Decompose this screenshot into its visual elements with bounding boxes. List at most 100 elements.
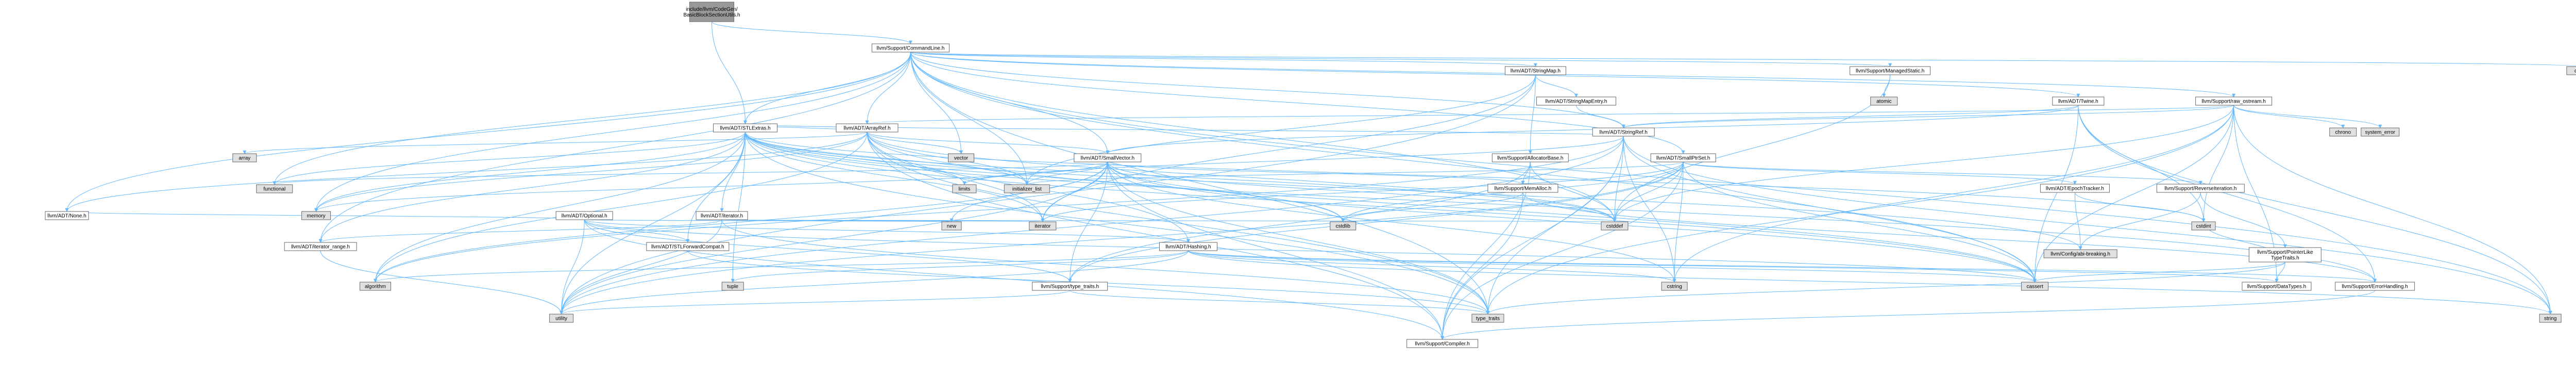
edge-smallptr-to-initlist (1025, 161, 1684, 185)
node-memory[interactable]: memory (301, 211, 331, 220)
node-memalloc[interactable]: llvm/Support/MemAlloc.h (1487, 184, 1558, 193)
node-atomic[interactable]: atomic (1870, 96, 1898, 106)
node-syserr[interactable]: system_error (2361, 127, 2400, 137)
node-cstdlib[interactable]: cstdlib (1330, 221, 1357, 231)
node-root[interactable]: include/llvm/CodeGen/BasicBlockSectionUt… (684, 2, 740, 22)
edge-strref-to-string (1623, 136, 2552, 315)
node-stl[interactable]: llvm/ADT/STLExtras.h (713, 123, 778, 133)
edge-cl-to-strref (910, 52, 1625, 128)
edge-smallptr-to-epoch (1683, 161, 2077, 185)
edge-stl-to-functional (273, 132, 746, 185)
node-limits[interactable]: limits (952, 184, 977, 193)
edge-smallvec-to-typetraitsh (1068, 161, 1108, 283)
node-errhandling[interactable]: llvm/Support/ErrorHandling.h (2335, 282, 2415, 291)
node-label-new: new (947, 224, 957, 230)
edge-strref-to-cstring (1623, 136, 1676, 283)
node-box-vector (947, 153, 974, 162)
node-label-twine: llvm/ADT/Twine.h (2058, 99, 2098, 105)
node-smallptr[interactable]: llvm/ADT/SmallPtrSet.h (1650, 153, 1716, 162)
node-twine[interactable]: llvm/ADT/Twine.h (2052, 96, 2105, 106)
node-cstddef[interactable]: cstddef (1601, 221, 1629, 231)
edge-stl-to-typetraits (745, 132, 1490, 315)
node-cl[interactable]: llvm/Support/CommandLine.h (871, 43, 950, 53)
edge-stl-to-cassert (745, 132, 2037, 283)
edge-reviter-to-configbreak (2078, 192, 2201, 250)
node-vector[interactable]: vector (947, 153, 974, 162)
edge-optional-to-utility (560, 219, 585, 315)
edge-strref-to-stl (743, 123, 1624, 137)
node-chrono[interactable]: chrono (2329, 127, 2357, 137)
node-iterator[interactable]: llvm/ADT/iterator.h (696, 211, 748, 220)
edge-strmap-to-strmapentry (1535, 74, 1578, 97)
node-label-typetraits: type_traits (1476, 316, 1500, 322)
node-algorithm[interactable]: algorithm (360, 282, 392, 291)
node-box-algorithm (360, 282, 392, 291)
edge-stl-to-itrange (318, 132, 746, 243)
edge-smallvec-to-compiler (1107, 161, 1445, 340)
node-smallvec[interactable]: llvm/ADT/SmallVector.h (1074, 153, 1142, 162)
node-configbreak[interactable]: llvm/Config/abi-breaking.h (2043, 249, 2117, 258)
edge-smallvec-to-utility (560, 161, 1108, 315)
node-new[interactable]: new (941, 221, 962, 231)
node-datatypes[interactable]: llvm/Support/DataTypes.h (2242, 282, 2312, 291)
node-label-cassert: cassert (2026, 284, 2043, 290)
edge-stl-to-algorithm (374, 132, 746, 283)
node-box-compiler (1406, 339, 1479, 348)
edge-cl-to-strmap (910, 52, 1537, 67)
node-utility[interactable]: utility (549, 314, 574, 323)
edge-epoch-to-configbreak (2074, 192, 2082, 250)
edge-rawos-to-strref (1622, 105, 2234, 128)
node-box-adtnone (45, 211, 89, 220)
node-label-cstdlib: cstdlib (1336, 224, 1351, 230)
node-strmapentry[interactable]: llvm/ADT/StringMapEntry.h (1536, 96, 1616, 106)
node-box-iteratorsys (1029, 221, 1057, 231)
node-cassert[interactable]: cassert (2021, 282, 2049, 291)
node-rawos[interactable]: llvm/Support/raw_ostream.h (2195, 96, 2273, 106)
node-label-compiler: llvm/Support/Compiler.h (1415, 341, 1470, 347)
node-compiler[interactable]: llvm/Support/Compiler.h (1406, 339, 1479, 348)
node-reviter[interactable]: llvm/Support/ReverseIteration.h (2156, 184, 2245, 193)
edge-rawos-to-string (2233, 105, 2552, 315)
node-typetraits[interactable]: type_traits (1471, 314, 1504, 323)
node-label-tuple: tuple (727, 284, 738, 290)
edge-smallptr-to-cstddef (1613, 161, 1684, 222)
node-mstatic[interactable]: llvm/Support/ManagedStatic.h (1850, 66, 1931, 75)
node-hashing[interactable]: llvm/ADT/Hashing.h (1159, 242, 1217, 251)
node-functional[interactable]: functional (256, 184, 293, 193)
node-epoch[interactable]: llvm/ADT/EpochTracker.h (2040, 184, 2110, 193)
node-box-utility (549, 314, 574, 323)
edge-rawos-to-typetraits (1486, 105, 2234, 315)
node-box-functional (256, 184, 293, 193)
node-strref[interactable]: llvm/ADT/StringRef.h (1592, 127, 1655, 137)
edge-typetraitsh-to-utility (560, 290, 1071, 315)
node-itrange[interactable]: llvm/ADT/iterator_range.h (284, 242, 357, 251)
node-allocbase[interactable]: llvm/Support/AllocatorBase.h (1492, 153, 1569, 162)
node-climits[interactable]: climits (2566, 66, 2576, 75)
node-initlist[interactable]: initializer_list (1004, 184, 1050, 193)
node-optional[interactable]: llvm/ADT/Optional.h (555, 211, 613, 220)
edge-rawos-to-cstring (1672, 105, 2234, 283)
node-label-algorithm: algorithm (365, 284, 386, 290)
node-strmap[interactable]: llvm/ADT/StringMap.h (1504, 66, 1566, 75)
node-box-new (941, 221, 962, 231)
node-label-memory: memory (307, 214, 326, 219)
edge-ptrlike-to-typetraits (1486, 261, 2285, 315)
node-arrref[interactable]: llvm/ADT/ArrayRef.h (836, 123, 899, 133)
node-box-rawos (2195, 96, 2273, 106)
node-adtnone[interactable]: llvm/ADT/None.h (45, 211, 89, 220)
node-label-climits: climits (2574, 69, 2576, 74)
edge-allocbase-to-cstddef (1530, 161, 1617, 222)
edge-stl-to-utility (560, 132, 746, 315)
node-typetraitsh[interactable]: llvm/Support/type_traits.h (1032, 282, 1108, 291)
node-string[interactable]: string (2539, 314, 2562, 323)
node-iteratorsys[interactable]: iterator (1029, 221, 1057, 231)
node-cstring[interactable]: cstring (1661, 282, 1688, 291)
node-stlfwd[interactable]: llvm/ADT/STLForwardCompat.h (646, 242, 730, 251)
node-cstdint[interactable]: cstdint (2191, 221, 2216, 231)
node-tuple[interactable]: tuple (721, 282, 744, 291)
node-label-syserr: system_error (2365, 130, 2396, 136)
node-label-iteratorsys: iterator (1035, 224, 1051, 230)
node-array[interactable]: array (232, 153, 257, 162)
